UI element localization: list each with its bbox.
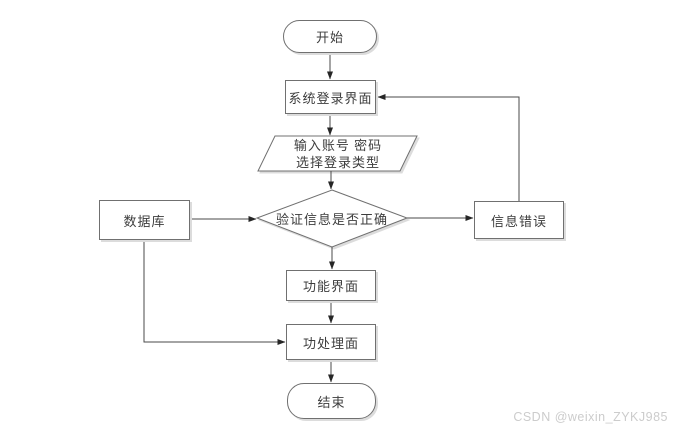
- database-box: 数据库: [99, 200, 190, 240]
- verify-label-text: 验证信息是否正确: [275, 212, 388, 227]
- input-label-line1: 输入账号 密码: [293, 137, 383, 153]
- login-process-box: 系统登录界面: [285, 80, 376, 114]
- function-ui-box: 功能界面: [286, 270, 376, 301]
- input-parallelogram: [257, 135, 418, 172]
- connector-error-login: [377, 94, 520, 201]
- csdn-watermark: CSDN @weixin_ZYKJ985: [513, 410, 668, 424]
- process-ui-label: 功处理面: [302, 335, 359, 351]
- database-label: 数据库: [123, 213, 166, 229]
- end-terminator: 结束: [287, 383, 376, 419]
- error-label: 信息错误: [490, 213, 547, 229]
- connector-database-process: [143, 240, 286, 345]
- process-ui-box: 功处理面: [286, 324, 376, 360]
- start-terminator: 开始: [283, 20, 377, 53]
- start-label: 开始: [315, 30, 344, 45]
- function-ui-label: 功能界面: [302, 279, 359, 294]
- input-parallelogram-label: 输入账号 密码 选择登录类型: [268, 136, 408, 171]
- verify-decision-label: 验证信息是否正确: [262, 190, 402, 247]
- error-box: 信息错误: [474, 201, 564, 239]
- login-label: 系统登录界面: [288, 90, 373, 106]
- end-label: 结束: [317, 394, 346, 410]
- input-label-line2: 选择登录类型: [295, 154, 380, 170]
